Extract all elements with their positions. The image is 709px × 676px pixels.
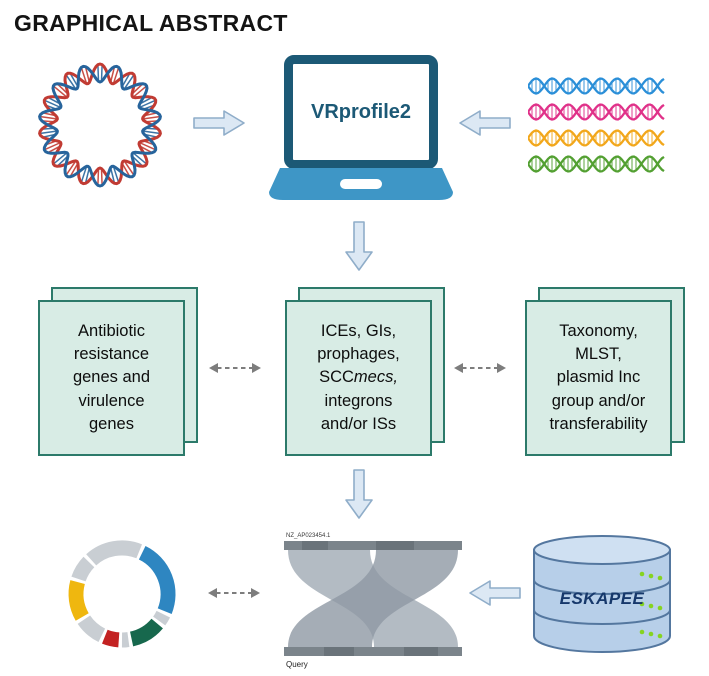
led-icon [648, 631, 654, 637]
card-line: integrons [324, 391, 393, 410]
dna-strand-blue [528, 77, 665, 95]
card-front-sheet: Antibiotic resistance genes and virulenc… [38, 300, 185, 456]
led-icon [648, 603, 654, 609]
plasmid-map-icon [60, 532, 184, 656]
reference-gene-block [302, 541, 328, 550]
card-resistance-virulence: Antibiotic resistance genes and virulenc… [38, 287, 198, 456]
query-label: Query [286, 660, 308, 669]
card-line: prophages, [317, 345, 400, 364]
card-mobile-elements: ICEs, GIs, prophages, SCCmecs, integrons… [285, 287, 445, 456]
card-taxonomy-mlst: Taxonomy, MLST, plasmid Inc group and/or… [525, 287, 685, 456]
dna-strands-icon [528, 74, 668, 178]
block-arrow-down-icon [345, 469, 373, 519]
led-icon [657, 575, 663, 581]
dna-strand-orange [528, 129, 665, 147]
led-icon [657, 605, 663, 611]
query-track [284, 647, 462, 656]
card-line-prefix: SCC [319, 368, 354, 387]
card-line-italic: mecs, [353, 368, 398, 387]
card-line: plasmid Inc [556, 368, 641, 387]
led-icon [648, 573, 654, 579]
card-front-sheet: Taxonomy, MLST, plasmid Inc group and/or… [525, 300, 672, 456]
led-icon [639, 571, 645, 577]
card-line: genes [89, 414, 134, 433]
card-line: Antibiotic [78, 322, 145, 341]
card-line: transferability [549, 414, 648, 433]
synteny-plot: NZ_AP023454.1 Query [284, 533, 462, 669]
dashed-double-arrow-icon [208, 588, 260, 598]
card-front-sheet: ICEs, GIs, prophages, SCCmecs, integrons… [285, 300, 432, 456]
card-line: SCCmecs, [317, 366, 400, 389]
card-line: resistance [73, 345, 150, 364]
reference-label: NZ_AP023454.1 [286, 533, 331, 539]
laptop-icon: VRprofile2 [268, 55, 454, 205]
card-line: virulence [78, 391, 145, 410]
card-line: and/or ISs [320, 414, 397, 433]
laptop-base [269, 168, 453, 200]
card-text: Antibiotic resistance genes and virulenc… [73, 320, 150, 435]
led-icon [657, 633, 663, 639]
database-label: ESKAPEE [560, 589, 645, 608]
database-body [533, 549, 671, 653]
card-line: group and/or [551, 391, 646, 410]
query-gene-block [404, 647, 438, 656]
led-icon [639, 629, 645, 635]
card-line: Taxonomy, [559, 322, 638, 341]
block-arrow-down-icon [345, 221, 373, 271]
card-line: ICEs, GIs, [320, 322, 397, 341]
block-arrow-left-icon [459, 110, 511, 136]
database-groove [533, 609, 671, 625]
query-gene-block [324, 647, 354, 656]
database-groove [533, 579, 671, 595]
database-icon: ESKAPEE [533, 535, 671, 653]
dna-strand-pink [528, 103, 665, 121]
block-arrow-right-icon [193, 110, 245, 136]
dashed-double-arrow-icon [209, 363, 261, 373]
reference-track [284, 541, 462, 550]
laptop-screen: VRprofile2 [284, 55, 438, 169]
dna-strand-green [528, 155, 665, 173]
card-line: MLST, [575, 345, 622, 364]
database-top [533, 535, 671, 565]
synteny-ribbon [288, 550, 458, 647]
circular-dna-icon [30, 55, 170, 195]
dashed-double-arrow-icon [454, 363, 506, 373]
card-text: ICEs, GIs, prophages, SCCmecs, integrons… [317, 320, 400, 435]
led-icon [639, 601, 645, 607]
card-line: genes and [72, 368, 151, 387]
app-name: VRprofile2 [310, 100, 412, 123]
figure-title: GRAPHICAL ABSTRACT [14, 10, 288, 36]
card-text: Taxonomy, MLST, plasmid Inc group and/or… [549, 320, 647, 435]
block-arrow-left-icon [469, 580, 521, 606]
reference-gene-block [376, 541, 414, 550]
